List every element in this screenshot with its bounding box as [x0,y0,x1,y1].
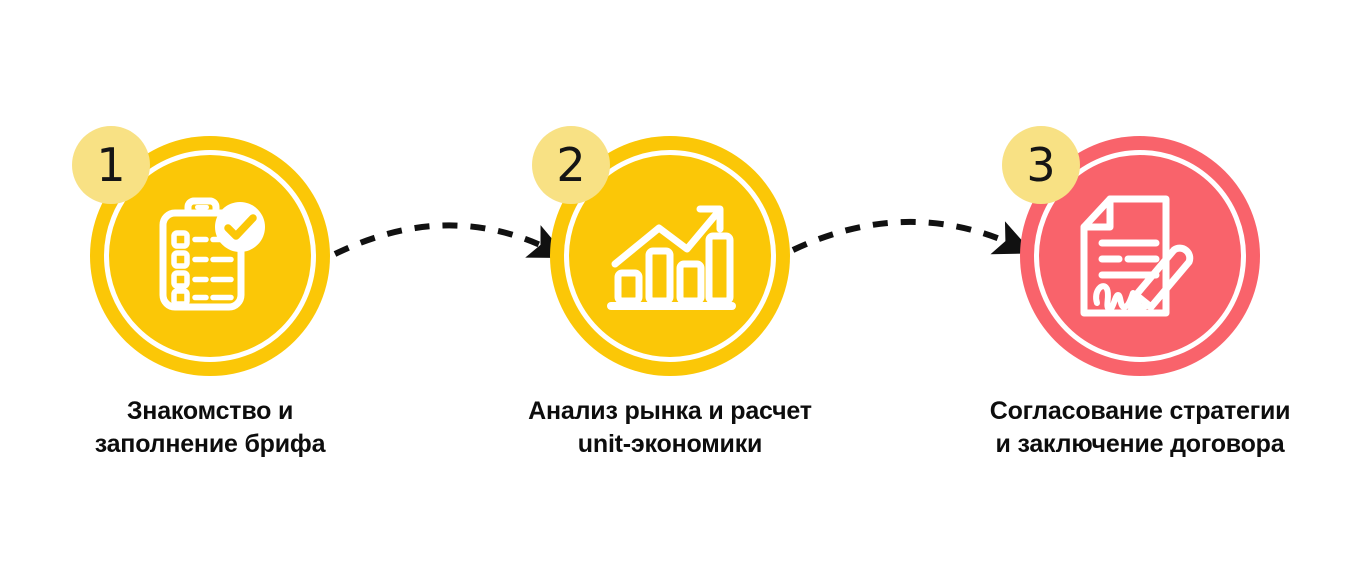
step-1-caption: Знакомство и заполнение брифа [94,397,326,459]
process-step-1: 1 Знакомство и заполнение брифа [0,0,430,566]
step-2-circle-wrap: 2 [532,126,790,376]
step-3-number: 3 [1026,138,1056,192]
step-3-number-badge: 3 [1002,126,1080,204]
step-2-caption: Анализ рынка и расчет unit-экономики [528,397,812,459]
step-1-circle-wrap: 1 [72,126,330,376]
step-3-circle-wrap: 3 [1002,126,1260,376]
clipboard-checklist-icon [90,136,330,376]
bar-chart-growth-icon [550,136,790,376]
step-2-number: 2 [556,138,586,192]
process-step-2: 2 Анализ рынка и расчет unit-экономики [450,0,890,566]
contract-signature-icon [1020,136,1260,376]
step-2-number-badge: 2 [532,126,610,204]
step-1-number-badge: 1 [72,126,150,204]
step-3-caption: Согласование стратегии и заключение дого… [989,397,1291,459]
step-1-number: 1 [96,138,126,192]
process-step-3: 3 Согласование стратегии и заключение до… [920,0,1360,566]
